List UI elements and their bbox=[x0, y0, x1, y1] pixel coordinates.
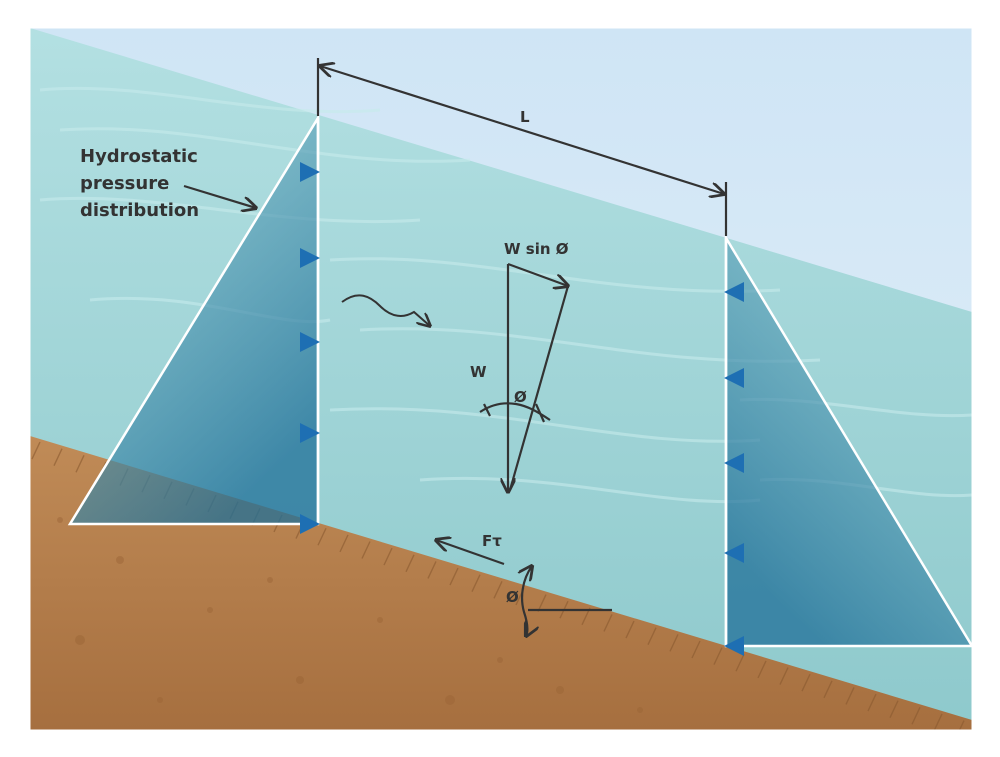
flow-direction-arrow bbox=[341, 294, 430, 326]
hydrostatic-pointer-arrow bbox=[183, 184, 256, 208]
hatch-mark bbox=[383, 547, 393, 566]
hatch-mark bbox=[449, 567, 459, 586]
hatch-mark bbox=[669, 634, 679, 652]
hatch-mark bbox=[933, 713, 943, 730]
hatch-mark bbox=[53, 448, 63, 466]
phi-angle-arc-bottom bbox=[522, 566, 532, 636]
phi-arc-tick-right bbox=[534, 403, 546, 423]
hatch-mark bbox=[801, 673, 811, 692]
hatch-mark bbox=[867, 693, 877, 712]
hatch-mark bbox=[691, 640, 701, 659]
hatch-mark bbox=[823, 680, 833, 699]
hatch-mark bbox=[779, 667, 789, 685]
hatch-mark bbox=[845, 687, 855, 705]
phi-bottom-label: Ø bbox=[506, 588, 519, 606]
soil-speckles bbox=[57, 517, 643, 713]
w-sin-phi-vector bbox=[507, 262, 568, 286]
w-sin-phi-label: W sin Ø bbox=[504, 240, 569, 258]
image-frame bbox=[29, 27, 973, 731]
hydrostatic-label-line2: pressure bbox=[80, 173, 169, 194]
weight-normal-component bbox=[508, 285, 570, 491]
hatch-mark bbox=[317, 527, 327, 546]
hatch-mark bbox=[958, 720, 965, 730]
hatch-mark bbox=[647, 627, 657, 646]
hydrostatic-label-line1: Hydrostatic bbox=[80, 146, 198, 167]
hatch-mark bbox=[493, 581, 503, 599]
left-pressure-arrows bbox=[70, 162, 320, 534]
hatch-mark bbox=[713, 647, 723, 665]
right-pressure-arrows bbox=[724, 282, 972, 656]
length-dimension bbox=[318, 58, 726, 236]
hatch-mark bbox=[537, 594, 547, 612]
friction-label: Fτ bbox=[482, 532, 502, 550]
friction-force-arrow bbox=[436, 540, 505, 566]
phi-arc-tick-left bbox=[483, 403, 491, 417]
hatch-mark bbox=[427, 561, 437, 579]
hatch-mark bbox=[31, 441, 41, 460]
length-label: L bbox=[520, 108, 530, 126]
weight-label: W bbox=[470, 363, 487, 381]
hatch-mark bbox=[625, 620, 635, 639]
hatch-mark bbox=[735, 653, 745, 672]
length-arrow bbox=[320, 66, 724, 194]
hatch-mark bbox=[911, 707, 921, 725]
bed-slope-angle bbox=[522, 566, 612, 636]
hatch-mark bbox=[361, 541, 371, 559]
hatch-mark bbox=[603, 614, 613, 632]
hatch-mark bbox=[471, 574, 481, 592]
phi-top-label: Ø bbox=[514, 388, 527, 406]
hatch-mark bbox=[889, 700, 899, 718]
hatch-mark bbox=[405, 554, 415, 573]
hydrostatic-label-line3: distribution bbox=[80, 200, 199, 221]
hatch-mark bbox=[75, 454, 85, 473]
hatch-mark bbox=[339, 534, 349, 553]
hatch-mark bbox=[757, 660, 767, 679]
weight-vector-triangle bbox=[479, 262, 570, 492]
